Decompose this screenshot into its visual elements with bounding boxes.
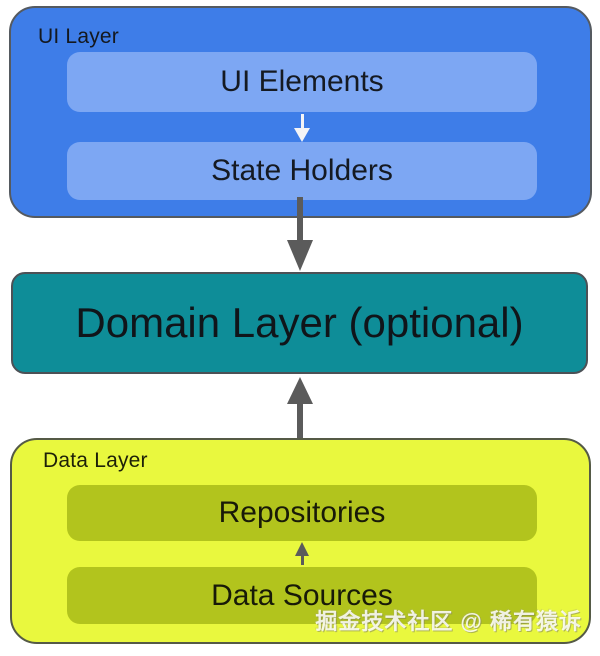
state-holders-box: State Holders [67, 142, 537, 200]
domain-layer-label: Domain Layer (optional) [75, 299, 524, 346]
arrow-shaft [297, 197, 303, 241]
domain-layer-box: Domain Layer (optional) [11, 272, 588, 374]
data-layer-box: Data Layer Repositories Data Sources 掘金技… [10, 438, 591, 644]
ui-layer-label: UI Layer [38, 25, 119, 48]
ui-layer-box: UI Layer UI Elements State Holders [9, 6, 592, 218]
watermark-text: 掘金技术社区 @ 稀有猿诉 [315, 609, 582, 634]
data-layer-label: Data Layer [43, 449, 148, 472]
ui-elements-box: UI Elements [67, 52, 537, 112]
arrow-down-head-icon [294, 128, 310, 142]
data-sources-label: Data Sources [211, 578, 393, 612]
arrow-up-head-icon [295, 542, 309, 556]
ui-elements-label: UI Elements [220, 65, 384, 98]
state-holders-label: State Holders [211, 154, 393, 187]
repositories-label: Repositories [218, 496, 386, 529]
arrow-down-head-icon [287, 240, 313, 271]
arrow-up-head-icon [287, 377, 313, 404]
repositories-box: Repositories [67, 485, 537, 541]
arrow-shaft [300, 114, 304, 130]
data-sources-box: Data Sources [67, 567, 537, 624]
arrow-shaft [300, 555, 304, 565]
